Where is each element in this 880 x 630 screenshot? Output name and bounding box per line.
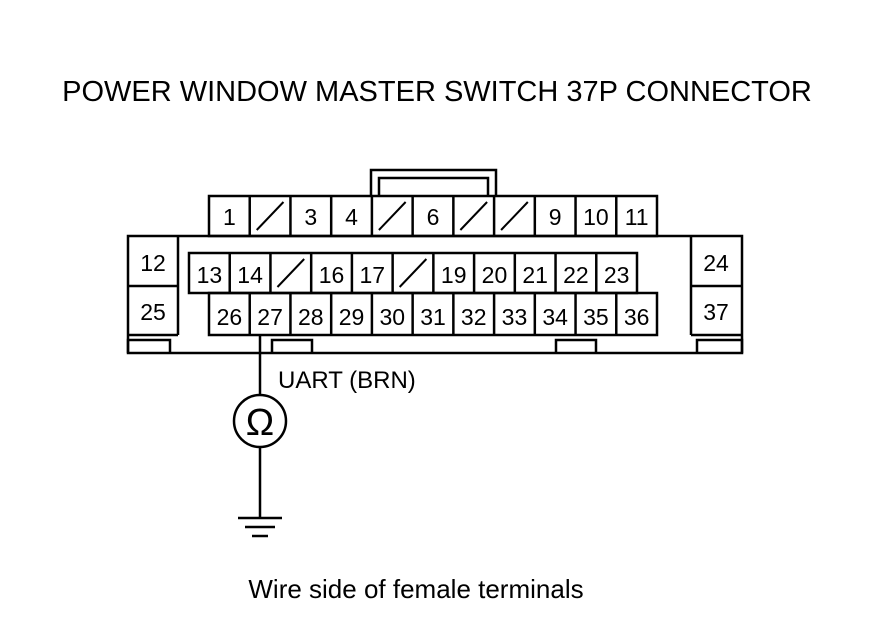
pin-11: 11 [625,204,649,230]
ohm-icon: Ω [246,402,274,444]
pin-10: 10 [583,204,609,230]
key-right-center [554,338,598,353]
top-row-block [207,194,659,238]
pin-26: 26 [217,304,243,330]
pin-23: 23 [604,262,630,288]
key-right [695,338,744,353]
pin-14: 14 [237,262,263,288]
pin-12: 12 [140,250,166,276]
pin-37: 37 [703,299,729,325]
lock-tab [369,168,498,196]
diagram-caption: Wire side of female terminals [248,574,583,604]
diagram-title: POWER WINDOW MASTER SWITCH 37P CONNECTOR [62,76,812,108]
pin-16: 16 [319,262,345,288]
key-left [126,338,172,353]
pin-28: 28 [298,304,324,330]
pin-35: 35 [583,304,609,330]
pin-34: 34 [542,304,568,330]
probe-wiring [232,335,288,538]
pin-31: 31 [420,304,446,330]
unused-cavity [500,201,529,231]
unused-cavity [398,258,428,288]
unused-cavity [378,201,407,231]
pin-27: 27 [257,304,283,330]
pin-6: 6 [427,204,440,230]
unused-cavity [459,201,488,231]
pin-25: 25 [140,299,166,325]
wire-label: UART (BRN) [278,367,416,394]
unused-cavity [276,258,305,288]
pin-19: 19 [441,262,467,288]
pin-20: 20 [482,262,508,288]
pin-33: 33 [502,304,528,330]
pin-36: 36 [624,304,650,330]
pin-1: 1 [223,204,236,230]
pin-24: 24 [703,250,729,276]
pin-22: 22 [563,262,589,288]
pin-21: 21 [522,262,548,288]
pin-29: 29 [339,304,365,330]
unused-cavity [256,201,285,231]
pin-4: 4 [345,204,358,230]
pin-9: 9 [549,204,562,230]
pin-17: 17 [359,262,385,288]
pin-3: 3 [304,204,317,230]
pin-32: 32 [461,304,487,330]
key-left-center [270,338,314,353]
pin-30: 30 [379,304,405,330]
pin-13: 13 [197,262,223,288]
ground-icon [238,516,282,538]
